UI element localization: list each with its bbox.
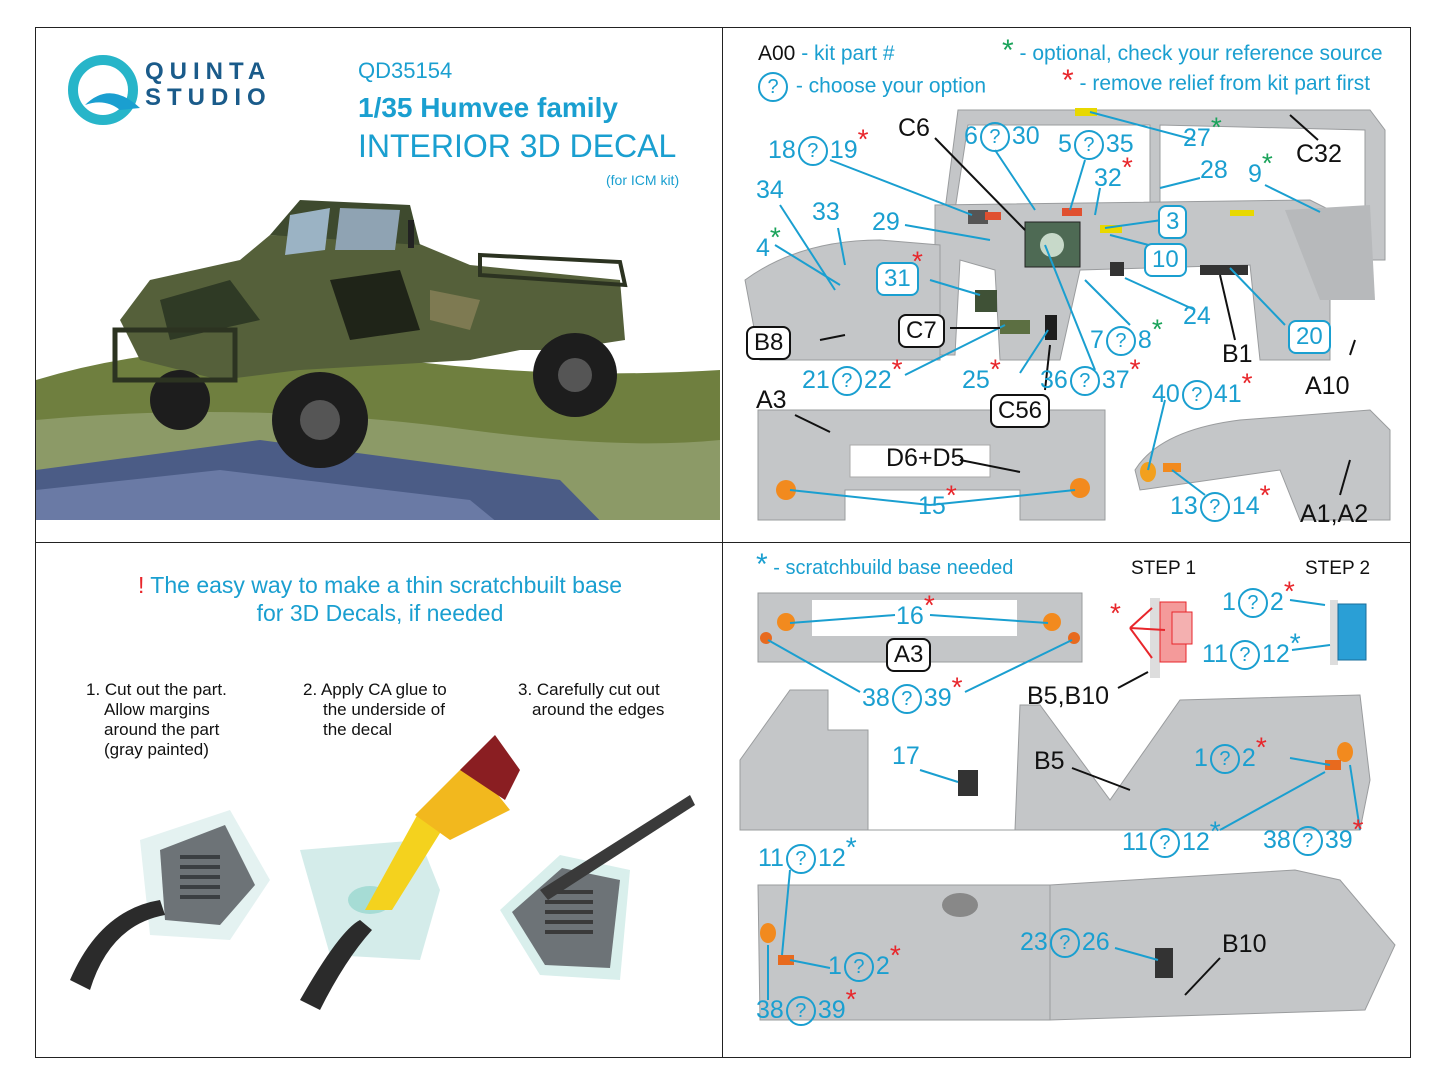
quinta-logo-icon xyxy=(68,55,140,125)
part-C32: C32 xyxy=(1296,140,1342,168)
part-C56: C56 xyxy=(990,394,1051,428)
exclaim-icon: ! xyxy=(137,572,145,598)
scratch-photos xyxy=(70,735,695,1010)
part-D6-D5: D6+D5 xyxy=(886,444,965,472)
part-B1: B1 xyxy=(1222,340,1253,368)
scratch-headline-1: ! The easy way to make a thin scratchbui… xyxy=(137,572,623,598)
callout-31: 31 xyxy=(876,262,919,296)
green-asterisk-icon: * xyxy=(1002,34,1014,67)
legend-kit-text: - kit part # xyxy=(795,42,895,65)
br-legend-text: - scratchbuild base needed xyxy=(767,557,1014,579)
legend-optional-text: - optional, check your reference source xyxy=(1013,42,1383,65)
product-code: QD35154 xyxy=(358,58,453,83)
part-A1-A2: A1,A2 xyxy=(1300,500,1369,528)
brand-line2: STUDIO xyxy=(145,84,272,111)
legend-kit-code: A00 xyxy=(758,42,796,65)
humvee-photo xyxy=(36,200,720,520)
callout-20: 20 xyxy=(1288,320,1331,354)
legend-choose: ? - choose your option xyxy=(756,72,986,102)
legend-remove: * - remove relief from kit part first xyxy=(1062,66,1371,96)
brand-line1: QUINTA xyxy=(145,58,272,85)
step1-label: STEP 1 xyxy=(1131,558,1197,579)
legend-remove-text: - remove relief from kit part first xyxy=(1073,72,1371,95)
callout-3: 3 xyxy=(1158,205,1188,239)
br-legend: * - scratchbuild base needed xyxy=(756,550,1014,580)
part-B8: B8 xyxy=(746,326,792,360)
part-C6: C6 xyxy=(898,114,930,142)
scratch-step-1: 1. Cut out the part. Allow margins aroun… xyxy=(86,680,227,759)
part-C7: C7 xyxy=(898,314,945,348)
part-A3: A3 xyxy=(756,386,787,414)
scratch-headline-2: for 3D Decals, if needed xyxy=(256,600,504,626)
part-A10: A10 xyxy=(1305,372,1350,400)
legend-choose-text: - choose your option xyxy=(790,74,987,98)
br-part-B10: B10 xyxy=(1222,930,1267,958)
br-part-B5-B10: B5,B10 xyxy=(1027,682,1110,710)
divider-horizontal xyxy=(35,542,1411,543)
br-part-B5: B5 xyxy=(1034,747,1065,775)
red-asterisk-icon: * xyxy=(1062,64,1074,97)
choose-option-icon: ? xyxy=(758,72,788,102)
br-part-A3: A3 xyxy=(886,638,932,672)
legend-kit-part: A00 - kit part # xyxy=(758,42,895,66)
step2-label: STEP 2 xyxy=(1305,558,1371,579)
callout-10: 10 xyxy=(1144,243,1187,277)
scratch-step-2: 2. Apply CA glue to the underside of the… xyxy=(303,680,447,739)
product-subtitle: INTERIOR 3D DECAL xyxy=(358,128,677,164)
blue-asterisk-icon: * xyxy=(756,548,768,581)
scratch-step-3: 3. Carefully cut out around the edges xyxy=(518,680,665,719)
product-title: 1/35 Humvee family xyxy=(358,92,618,123)
product-note: (for ICM kit) xyxy=(606,172,680,188)
legend-optional: * - optional, check your reference sourc… xyxy=(1002,36,1383,66)
